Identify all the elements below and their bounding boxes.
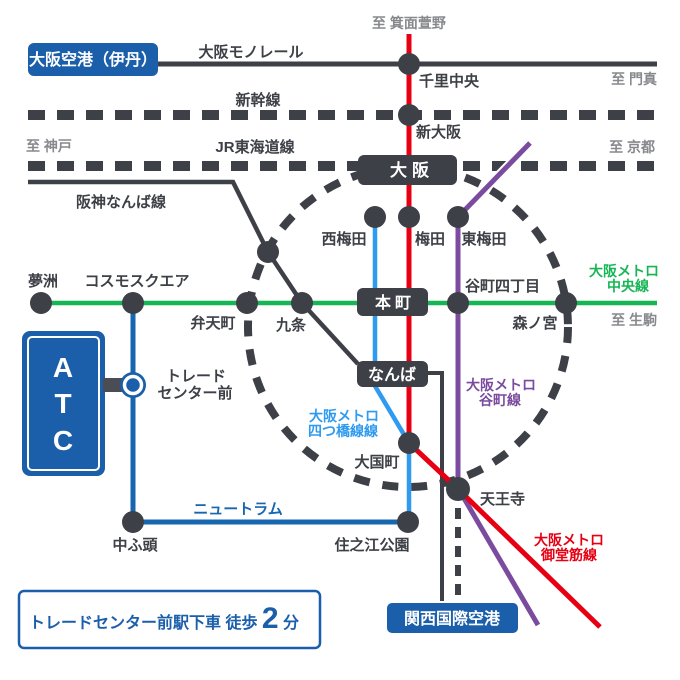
label-morinomiya: 森ノ宮	[512, 314, 557, 332]
label-senri-chuo: 千里中央	[419, 72, 480, 90]
destination-labels: 至 箕面萱野 至 門真 至 神戸 至 京都 至 生駒	[26, 15, 657, 328]
station-name-labels: 千里中央 新大阪 西梅田 梅田 東梅田 夢洲 コスモスクエア 谷町四丁目 弁天町…	[28, 72, 558, 554]
station-dot-senri-chuo	[398, 53, 420, 75]
walk-info-text: トレードセンター前駅下車 徒歩 2 分	[29, 602, 299, 635]
label-trade-center-mae-2: センター前	[157, 384, 232, 402]
label-nakafuto: 中ふ頭	[112, 536, 158, 554]
hommachi-station-box	[357, 288, 428, 316]
station-dot-kujo	[291, 292, 313, 314]
shinkansen-label: 新幹線	[235, 91, 280, 109]
yotsubashi-label-2: 四つ橋線線	[308, 423, 378, 439]
label-bentencho: 弁天町	[190, 314, 235, 332]
atc-letter-t: T	[54, 388, 71, 419]
tanimachi-label-2: 谷町線	[479, 392, 521, 408]
label-nishi-umeda: 西梅田	[321, 230, 366, 248]
atc-building: A T C	[22, 331, 105, 476]
walk-info-box: トレードセンター前駅下車 徒歩 2 分	[17, 589, 322, 650]
label-tennoji: 天王寺	[480, 490, 525, 508]
label-suminoekoen: 住之江公園	[334, 536, 409, 554]
trade-center-mae-marker	[103, 372, 146, 398]
tanimachi-label-1: 大阪メトロ	[466, 377, 536, 393]
midosuji-line	[406, 34, 602, 629]
line-name-labels: 大阪モノレール 新幹線 JR東海道線 阪神なんば線 大阪メトロ 中央線 大阪メト…	[76, 43, 659, 563]
station-dot-bentencho	[236, 292, 258, 314]
dest-kadoma: 至 門真	[611, 71, 657, 87]
midosuji-label-2: 御堂筋線	[540, 547, 597, 563]
atc-box	[22, 331, 105, 476]
station-dot-suminoekoen	[397, 511, 419, 533]
kansai-airport-label: 関西国際空港	[404, 609, 501, 628]
tanimachi-line	[455, 141, 541, 627]
walk-info-box-border	[17, 589, 322, 650]
station-dot-nishi-umeda	[364, 206, 386, 228]
midosuji-label-1: 大阪メトロ	[534, 532, 604, 548]
label-daikokucho: 大国町	[354, 453, 399, 471]
station-dot-umeda	[398, 206, 420, 228]
trade-center-mae-ring	[122, 374, 144, 396]
station-dot-shin-osaka	[398, 104, 420, 126]
dest-kobe: 至 神戸	[26, 138, 72, 154]
osaka-airport-label: 大阪空港（伊丹）	[29, 50, 157, 69]
nankai-airport-line	[428, 371, 444, 601]
station-boxes: 大阪 本町 なんば	[357, 155, 457, 387]
yotsubashi-label-1: 大阪メトロ	[309, 408, 379, 424]
label-yumeshima: 夢洲	[28, 272, 58, 290]
station-dot-nakafuto	[122, 511, 144, 533]
airport-boxes: 大阪空港（伊丹） 関西国際空港	[28, 43, 518, 633]
station-dot-higashi-umeda	[447, 206, 469, 228]
hanshin-namba-label: 阪神なんば線	[76, 193, 166, 211]
atc-letter-a: A	[53, 352, 73, 383]
jr-tokaido-label: JR東海道線	[215, 138, 294, 156]
namba-station-box	[357, 361, 428, 387]
station-dot-daikokucho	[398, 432, 420, 454]
walk-info-minutes: 2	[262, 602, 279, 635]
label-cosmosquare: コスモスクエア	[84, 273, 189, 290]
station-dot-nishikujo	[257, 241, 279, 263]
dest-minoh-kayano: 至 箕面萱野	[372, 15, 446, 31]
dest-ikoma: 至 生駒	[611, 312, 657, 328]
label-higashi-umeda: 東梅田	[461, 230, 506, 248]
chuo-label-2: 中央線	[607, 278, 649, 294]
monorail-label: 大阪モノレール	[198, 43, 303, 61]
hommachi-station-label: 本町	[375, 293, 415, 312]
namba-station-label: なんば	[368, 366, 416, 384]
kansai-airport-box	[387, 603, 518, 633]
label-trade-center-mae-1: トレード	[166, 368, 226, 385]
label-kujo: 九条	[275, 316, 307, 334]
osaka-station-box	[358, 155, 457, 185]
walk-info-unit: 分	[283, 614, 299, 632]
station-dot-tennoji	[446, 477, 470, 501]
osaka-station-label: 大阪	[390, 160, 434, 180]
newtram-label: ニュートラム	[193, 501, 283, 518]
atc-letter-c: C	[53, 425, 73, 456]
station-dot-tanimachi-4chome	[447, 292, 469, 314]
label-shin-osaka: 新大阪	[416, 123, 462, 141]
osaka-airport-box	[28, 43, 158, 76]
walk-info-main: トレードセンター前駅下車 徒歩	[29, 613, 257, 632]
station-dot-yumeshima	[30, 292, 52, 314]
label-umeda: 梅田	[415, 230, 445, 248]
dest-kyoto: 至 京都	[609, 139, 655, 155]
label-tanimachi-4chome: 谷町四丁目	[465, 278, 540, 295]
station-dots	[30, 53, 577, 533]
atc-box-inner-border	[27, 336, 100, 471]
station-dot-morinomiya	[555, 292, 577, 314]
station-dot-cosmosquare	[122, 292, 144, 314]
chuo-label-1: 大阪メトロ	[589, 263, 659, 279]
